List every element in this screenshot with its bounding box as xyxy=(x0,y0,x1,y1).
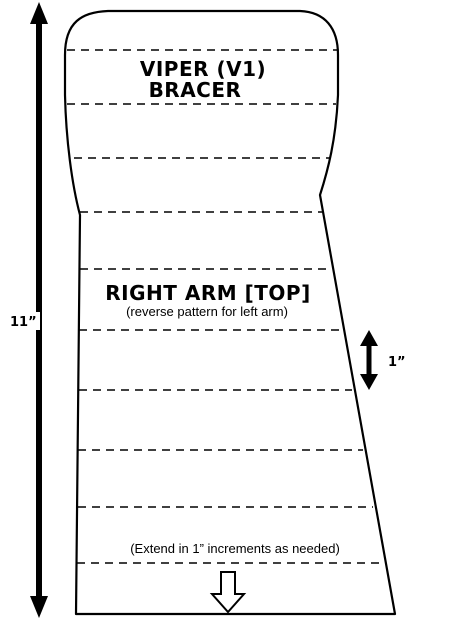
extend-note: (Extend in 1” increments as needed) xyxy=(130,541,340,556)
section-note: (reverse pattern for left arm) xyxy=(126,304,288,319)
pattern-outline xyxy=(63,9,397,616)
total-length-label: 11” xyxy=(10,315,37,330)
total-length-label-bg xyxy=(8,312,40,330)
section-title: RIGHT ARM [TOP] xyxy=(105,281,310,305)
increment-arrow-icon xyxy=(360,330,378,390)
extend-down-arrow-icon xyxy=(209,571,247,614)
increment-label: 1” xyxy=(388,355,406,370)
dashed-increment-lines xyxy=(67,49,384,564)
pattern-title-line1: VIPER (V1) xyxy=(140,57,266,81)
total-length-arrow-icon xyxy=(30,2,48,618)
pattern-title-line2: BRACER xyxy=(149,78,242,102)
